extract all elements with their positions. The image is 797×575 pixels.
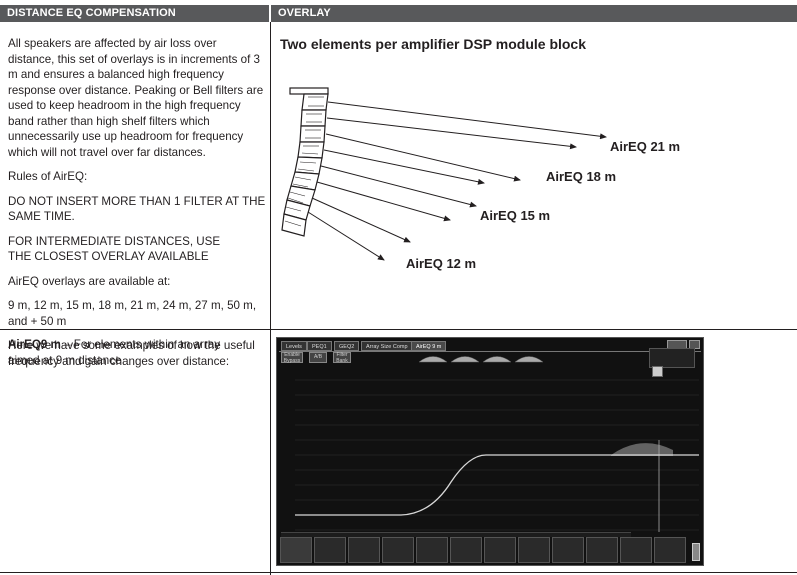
arrow-airEQ-18	[325, 133, 521, 182]
diagram-title: Two elements per amplifier DSP module bl…	[280, 36, 587, 52]
coverage-arrows	[307, 101, 607, 261]
folder-icon[interactable]	[280, 537, 312, 563]
arrow-airEQ-12-b	[307, 211, 385, 261]
tab-bar-rule	[279, 351, 701, 352]
arrow-airEQ-21-b	[326, 117, 577, 150]
intro-text: All speakers are affected by air loss ov…	[8, 36, 266, 369]
header-overlay: OVERLAY	[271, 5, 797, 22]
status-info-panel	[649, 348, 695, 368]
table-bottom-rule	[0, 572, 797, 573]
eq-response-curve	[295, 454, 699, 516]
overlay-thumbnail[interactable]	[484, 537, 516, 563]
array-cabinet	[300, 109, 327, 127]
file-path-bar	[281, 532, 631, 537]
overlay-thumbnail[interactable]	[450, 537, 482, 563]
array-cabinet	[301, 93, 329, 111]
airEQ9-name: AirEQ9 m	[8, 338, 61, 351]
available-list: 9 m, 12 m, 15 m, 18 m, 21 m, 24 m, 27 m,…	[8, 299, 257, 328]
airEQ-boost-shape	[611, 443, 673, 456]
label-airEQ-18: AirEQ 18 m	[546, 169, 616, 184]
overlay-thumbnail[interactable]	[654, 537, 686, 563]
tab-airEQ-9m[interactable]: AirEQ 9 m	[411, 341, 447, 351]
row-divider	[0, 329, 797, 330]
filter-shape-icon	[482, 356, 512, 363]
enable-bypass-button[interactable]: Enable Bypass	[281, 352, 303, 363]
filter-shape-icons	[418, 356, 544, 363]
ab-compare-button[interactable]: A/B	[309, 352, 327, 363]
label-airEQ-21: AirEQ 21 m	[610, 139, 680, 154]
tab-levels[interactable]: Levels	[281, 341, 307, 351]
airEQ9-description: – For elements within an array aimed at …	[8, 338, 221, 367]
overlay-thumbnail[interactable]	[620, 537, 652, 563]
overlay-thumbnail[interactable]	[518, 537, 550, 563]
label-airEQ-15: AirEQ 15 m	[480, 208, 550, 223]
filter-shape-icon	[514, 356, 544, 363]
speaker-array-graphic	[281, 87, 329, 237]
tab-geq2[interactable]: GEQ2	[334, 341, 360, 351]
arrow-airEQ-18-b	[323, 149, 485, 185]
tab-array-size-comp[interactable]: Array Size Comp	[361, 341, 413, 351]
scale-icon[interactable]	[652, 366, 663, 377]
available-title: AirEQ overlays are available at:	[8, 274, 171, 288]
array-cabinet	[297, 141, 325, 159]
array-cabinet	[294, 156, 323, 175]
array-cabinet	[281, 213, 307, 237]
arrow-airEQ-15-b	[316, 181, 451, 222]
filter-shape-icon	[450, 356, 480, 363]
overlay-thumbnail[interactable]	[586, 537, 618, 563]
examples-text: Here we have some examples of how the us…	[8, 339, 255, 368]
column-divider	[270, 22, 271, 575]
arrow-airEQ-12	[311, 197, 411, 243]
overlay-thumbnail[interactable]	[314, 537, 346, 563]
overlay-thumbnail[interactable]	[348, 537, 380, 563]
intro-paragraph: All speakers are affected by air loss ov…	[8, 37, 264, 159]
filter-shape-icon	[418, 356, 448, 363]
label-airEQ-12: AirEQ 12 m	[406, 256, 476, 271]
overlay-thumbnail-strip	[280, 537, 700, 564]
eq-response-graph	[295, 379, 699, 532]
arrow-airEQ-15	[320, 165, 477, 208]
rule-two: FOR INTERMEDIATE DISTANCES, USE THE CLOS…	[8, 234, 221, 264]
overlay-thumbnail[interactable]	[552, 537, 584, 563]
rule-one: DO NOT INSERT MORE THAN 1 FILTER AT THE …	[8, 194, 266, 224]
airEQ9-text: AirEQ9 m – For elements within an array …	[8, 337, 248, 368]
header-distance-eq: DISTANCE EQ COMPENSATION	[0, 5, 269, 22]
array-cabinet	[299, 125, 326, 143]
arrow-airEQ-21	[327, 101, 607, 140]
rules-title: Rules of AirEQ:	[8, 170, 88, 183]
tab-peq1[interactable]: PEQ1	[307, 341, 332, 351]
scroll-handle[interactable]	[692, 543, 700, 561]
array-rigging-frame	[289, 87, 329, 95]
filter-bank-button[interactable]: Filter Bank	[333, 352, 351, 363]
overlay-thumbnail[interactable]	[382, 537, 414, 563]
cabinet-grille-lines	[284, 96, 324, 227]
line-array-diagram: AirEQ 21 m AirEQ 18 m AirEQ 15 m AirEQ 1…	[281, 87, 680, 271]
dsp-software-screenshot: Levels PEQ1 GEQ2 Array Size Comp AirEQ 9…	[276, 337, 704, 566]
overlay-thumbnail[interactable]	[416, 537, 448, 563]
